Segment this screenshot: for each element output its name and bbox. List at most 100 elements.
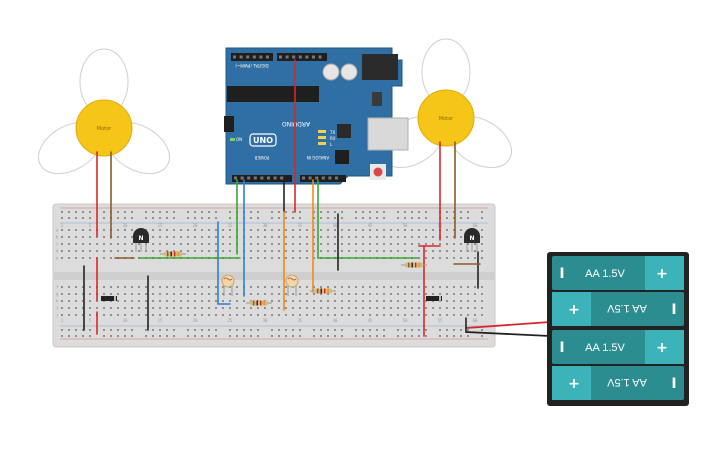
board-name: UNO [253, 136, 273, 145]
icsp-header [224, 116, 234, 132]
capacitor [322, 63, 340, 81]
cell-minus: I [559, 266, 564, 282]
capacitor [340, 63, 358, 81]
arduino-uno[interactable]: UNO ARDUINO DIGITAL (PWM~) POWER ANALOG … [224, 47, 409, 185]
photoresistors [221, 274, 299, 296]
row-label: j [56, 313, 58, 318]
cell-plus: + [656, 266, 668, 282]
wire-battery-black[interactable] [465, 331, 551, 337]
rx-label: RX [330, 136, 336, 141]
column-label: 35 [298, 318, 303, 323]
diode-left[interactable] [101, 296, 117, 301]
resistors [160, 251, 427, 306]
row-label: e [56, 256, 59, 261]
row-label: b [56, 235, 59, 240]
transistor-body [133, 228, 149, 243]
wire-sensor-blue[interactable] [217, 221, 231, 305]
on-label: ON [236, 137, 242, 142]
resistor[interactable] [160, 251, 186, 257]
row-label: d [56, 249, 59, 254]
battery-cells: I+AA 1.5VI+AA 1.5VI+AA 1.5VI+AA 1.5V [552, 256, 684, 400]
row-label: c [56, 242, 59, 247]
column-label: 10 [123, 318, 128, 323]
transistor-label: N [138, 235, 143, 242]
column-label: 40 [333, 223, 338, 228]
analog-silk: ANALOG IN [307, 155, 329, 160]
motor-label: Motor [439, 116, 454, 122]
battery-cell[interactable]: I + AA 1.5V [552, 256, 684, 290]
transistor-label: N [469, 235, 474, 242]
motor-label: Motor [97, 126, 112, 132]
column-label: 45 [368, 223, 373, 228]
wire-battery-red[interactable] [465, 321, 551, 329]
uno-logo-frame [249, 133, 277, 147]
cell-label: AA 1.5V [585, 268, 625, 280]
column-label: 5 [89, 318, 92, 323]
battery-cell[interactable]: I+AA 1.5V [552, 292, 684, 326]
cell-minus: I [671, 302, 676, 318]
column-label: 35 [298, 223, 303, 228]
column-label: 25 [228, 318, 233, 323]
diodes [101, 296, 442, 301]
column-label: 50 [403, 223, 408, 228]
row-label: g [56, 292, 59, 297]
column-label: 1 [61, 223, 64, 228]
resistor[interactable] [246, 300, 272, 306]
transistor-left[interactable]: N [133, 228, 149, 252]
column-label: 20 [193, 223, 198, 228]
resistor[interactable] [401, 262, 427, 268]
row-label: a [56, 228, 59, 233]
rx-led [318, 136, 326, 139]
battery-cell[interactable]: I + AA 1.5V [552, 366, 684, 400]
motor-body [417, 89, 475, 147]
usb-port [367, 117, 409, 151]
usb-chip [337, 124, 351, 138]
digital-silk: DIGITAL (PWM~) [235, 63, 269, 68]
battery-pack[interactable]: I+AA 1.5VI+AA 1.5VI+AA 1.5VI+AA 1.5V [547, 252, 689, 406]
photoresistor-right[interactable] [285, 274, 299, 296]
regulator [372, 92, 382, 106]
column-label: 10 [123, 223, 128, 228]
motor-left[interactable]: Motor [30, 48, 179, 184]
motor-body [75, 99, 133, 157]
photoresistor-left[interactable] [221, 274, 235, 296]
power-silk: POWER [254, 155, 269, 160]
column-label: 25 [228, 223, 233, 228]
on-led [230, 138, 235, 141]
cell-plus: + [568, 376, 580, 392]
atmega-chip [227, 86, 319, 102]
column-label: 60 [473, 318, 478, 323]
column-label: 1 [61, 318, 64, 323]
cell-plus: + [656, 340, 668, 356]
column-label: 20 [193, 318, 198, 323]
column-label: 30 [263, 223, 268, 228]
cell-label: AA 1.5V [606, 376, 646, 388]
motor-right[interactable]: Motor [372, 38, 521, 178]
column-label: 5 [89, 223, 92, 228]
reset-button[interactable] [373, 167, 383, 177]
transistor-right[interactable]: N [464, 228, 480, 252]
breadboard-rail-lines [60, 207, 488, 340]
resistor[interactable] [310, 288, 336, 294]
cell-label: AA 1.5V [606, 302, 646, 314]
l-label: L [330, 142, 333, 147]
column-label: 30 [263, 318, 268, 323]
diode-right[interactable] [426, 296, 442, 301]
row-label: h [56, 299, 59, 304]
transistor-body [464, 228, 480, 243]
breadboard-row-labels: abcdefghij115510101515202025253030353540… [56, 223, 478, 323]
row-label: f [56, 285, 59, 290]
column-label: 60 [473, 223, 478, 228]
breadboard: abcdefghij115510101515202025253030353540… [52, 203, 496, 348]
tx-led [318, 130, 326, 133]
tx-label: TX [329, 130, 335, 135]
dc-jack [362, 54, 398, 80]
battery-cell[interactable]: I+AA 1.5V [552, 330, 684, 364]
cell-minus: I [671, 376, 676, 392]
wires [83, 59, 551, 337]
cell-minus: I [559, 340, 564, 356]
column-label: 15 [158, 223, 163, 228]
digital-header-right [277, 53, 327, 61]
column-label: 15 [158, 318, 163, 323]
